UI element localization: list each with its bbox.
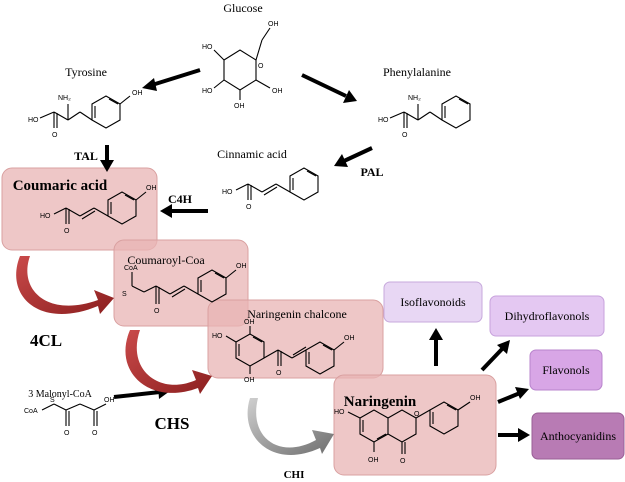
glucose-oh-3: HO [202, 88, 213, 95]
anthocyanidins-box [531, 412, 625, 460]
glucose-label: Glucose [223, 1, 262, 15]
coumaroyl-coa-structure: OH CoA S O [122, 263, 247, 315]
malonyl-coa-label: 3 Malonyl-CoA [28, 389, 92, 400]
coumaroyl-coa-coa: CoA [124, 265, 138, 272]
naringenin-chalcone-ho: HO [212, 333, 223, 340]
naringenin-chalcone-oh-1: OH [244, 319, 255, 326]
coumaric-acid-box [1, 167, 158, 251]
coumaric-acid-label: Coumaric acid [13, 178, 108, 194]
naringenin-to-flavonols-arrow [497, 387, 529, 404]
coumaroyl-coa-label: Coumaroyl-Coa [127, 253, 205, 267]
tyrosine-ho: HO [28, 117, 39, 124]
tyrosine-structure: OH NH₂ HO O [28, 90, 143, 139]
malonyl-coa-oh: OH [104, 397, 115, 404]
tyrosine-to-coumaric-acid-arrow [100, 145, 114, 172]
chs-curved-arrow [125, 330, 212, 394]
phenylalanine-label: Phenylalanine [383, 65, 451, 79]
tyrosine-oh: OH [132, 90, 143, 97]
cinnamic-acid-o: O [246, 204, 252, 211]
naringenin-ho: HO [334, 409, 345, 416]
coumaroyl-coa-s: S [122, 291, 127, 298]
phenylalanine-nh2: NH₂ [408, 95, 421, 102]
naringenin-label: Naringenin [344, 394, 417, 410]
naringenin-to-dihydroflavonols-arrow [480, 340, 510, 372]
chi-enzyme-label: CHI [284, 469, 305, 481]
naringenin-chalcone-oh-3: OH [344, 335, 355, 342]
naringenin-to-anthocyanidins-arrow [498, 428, 530, 442]
naringenin-chalcone-structure: OH HO OH O OH [212, 319, 355, 384]
anthocyanidins-label: Anthocyanidins [540, 429, 616, 443]
naringenin-chalcone-o: O [276, 370, 282, 377]
malonyl-coa-o-2: O [92, 430, 98, 437]
4cl-enzyme-label: 4CL [30, 331, 62, 350]
glucose-oh-1: OH [268, 21, 279, 28]
pal-enzyme-label: PAL [360, 165, 383, 179]
cinnamic-acid-label: Cinnamic acid [217, 147, 287, 161]
tyrosine-label: Tyrosine [65, 65, 107, 79]
coumaric-acid-structure: OH HO O [40, 185, 157, 235]
glucose-to-tyrosine-arrow [142, 68, 201, 91]
dihydroflavonols-label: Dihydroflavonols [505, 309, 590, 323]
isoflavonoids-box [383, 281, 483, 323]
cinnamic-acid-structure: HO O [222, 167, 319, 211]
glucose-oh-2: HO [202, 44, 213, 51]
malonyl-coa-o-1: O [64, 430, 70, 437]
naringenin-ring-o: O [414, 411, 420, 418]
cinnamic-acid-ho: HO [222, 189, 233, 196]
flavonols-box [529, 349, 603, 391]
flavonols-label: Flavonols [542, 363, 590, 377]
glucose-oh-5: OH [272, 88, 283, 95]
naringenin-structure: O HO OH O OH [334, 395, 481, 465]
c4h-enzyme-label: C4H [168, 192, 193, 206]
naringenin-chalcone-oh-2: OH [244, 377, 255, 384]
naringenin-to-isoflavonoids-arrow [429, 328, 443, 366]
glucose-to-phenylalanine-arrow [301, 73, 357, 103]
chs-enzyme-label: CHS [155, 414, 190, 433]
coumaroyl-coa-o: O [154, 308, 160, 315]
naringenin-chalcone-label: Naringenin chalcone [247, 307, 347, 321]
malonyl-coa-s: S [50, 397, 55, 404]
naringenin-o: O [400, 458, 406, 465]
phenylalanine-structure: NH₂ HO O [378, 95, 471, 139]
naringenin-chalcone-box [207, 299, 384, 379]
cinnamic-acid-to-coumaric-acid-arrow [160, 204, 208, 218]
malonyl-coa-structure: CoA S O O OH [24, 397, 115, 437]
naringenin-box [333, 374, 497, 476]
tyrosine-nh2: NH₂ [58, 95, 71, 102]
coumaroyl-coa-oh: OH [236, 263, 247, 270]
chi-curved-arrow [247, 398, 334, 455]
naringenin-oh-1: OH [368, 457, 379, 464]
glucose-structure: O OH HO HO OH OH [202, 21, 283, 110]
glucose-oh-4: OH [234, 103, 245, 110]
isoflavonoids-label: Isoflavonoids [400, 295, 466, 309]
coumaric-acid-ho: HO [40, 213, 51, 220]
malonyl-coa-coa: CoA [24, 408, 38, 415]
phenylalanine-to-cinnamic-acid-arrow [334, 146, 373, 167]
tyrosine-o: O [52, 132, 58, 139]
coumaric-acid-o: O [64, 228, 70, 235]
glucose-ring-o: O [258, 63, 264, 70]
phenylalanine-ho: HO [378, 117, 389, 124]
4cl-curved-arrow [16, 256, 114, 314]
naringenin-oh-2: OH [470, 395, 481, 402]
coumaric-acid-oh: OH [146, 185, 157, 192]
dihydroflavonols-box [489, 295, 605, 337]
phenylalanine-o: O [402, 132, 408, 139]
tal-enzyme-label: TAL [74, 149, 98, 163]
